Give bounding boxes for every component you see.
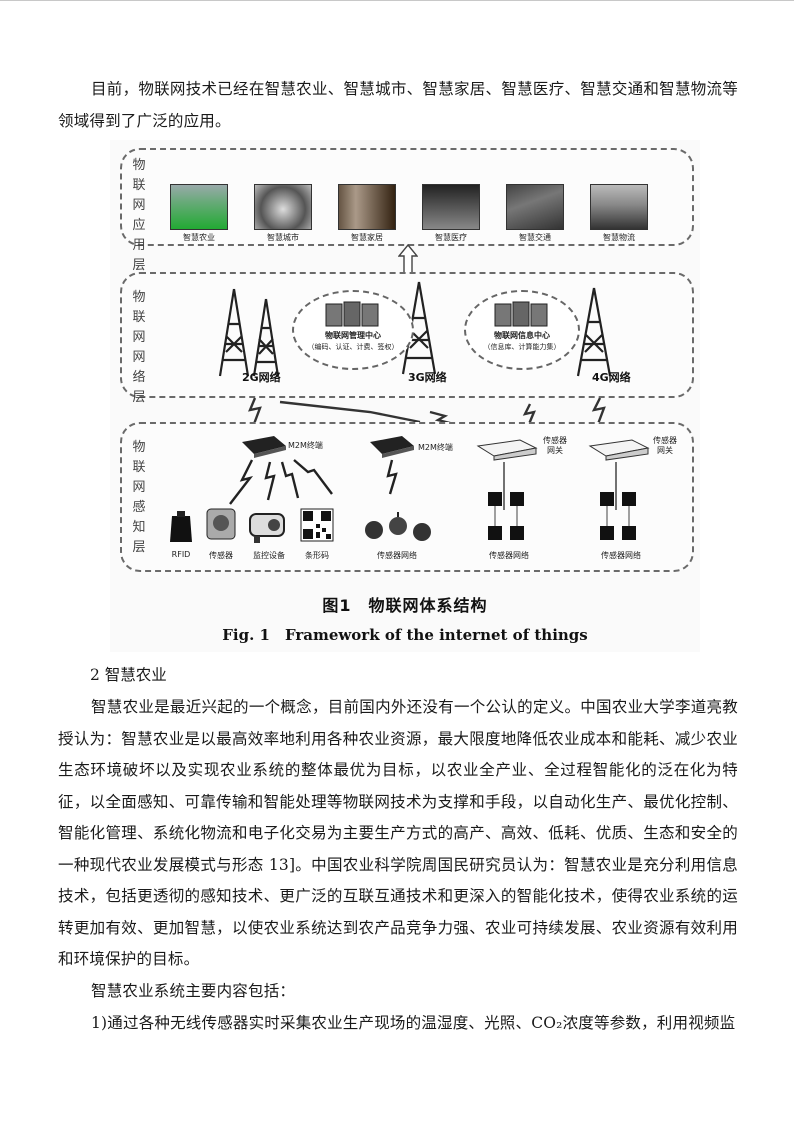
body-paragraph-3: 1)通过各种无线传感器实时采集农业生产现场的温湿度、光照、CO₂浓度等参数，利用…: [58, 1008, 738, 1040]
surveillance-camera-icon: [246, 508, 292, 544]
app-label-home: 智慧家居: [338, 232, 396, 243]
app-label-healthcare: 智慧医疗: [422, 232, 480, 243]
smart-transport-image: [506, 184, 564, 230]
m2m-terminal-label-2: M2M终端: [418, 442, 453, 453]
network-2g-label: 2G网络: [242, 369, 281, 385]
application-layer-label: 物联网应用层: [130, 156, 148, 276]
server-rack-icon: [493, 300, 551, 328]
sensor-gateway-icon: [588, 436, 650, 462]
intro-paragraph: 目前，物联网技术已经在智慧农业、智慧城市、智慧家居、智慧医疗、智慧交通和智慧物流…: [58, 74, 738, 137]
m2m-terminal-icon: [238, 432, 288, 460]
qr-code-icon: [300, 508, 334, 542]
sensor-grid-icon: [486, 490, 530, 544]
wireless-signal-icon: [378, 458, 408, 498]
device-label-sensor-network-2: 传感器网络: [474, 550, 544, 561]
perception-layer-box: 物联网感知层 M2M终端 M2M终端 传感器网关 传感器网关: [120, 422, 694, 572]
app-label-transport: 智慧交通: [506, 232, 564, 243]
smart-agriculture-image: [170, 184, 228, 230]
m2m-terminal-icon: [366, 432, 416, 460]
sensor-device-icon: [204, 506, 238, 544]
iot-architecture-figure: 物联网应用层 智慧农业 智慧城市 智慧家居 智慧医疗 智慧交通 智慧物流 物联网…: [110, 140, 700, 652]
device-label-barcode: 条形码: [298, 550, 336, 561]
wireless-signal-icons: [182, 458, 362, 510]
sensor-grid-icon: [598, 490, 642, 544]
device-label-sensor-network-1: 传感器网络: [358, 550, 436, 561]
app-label-logistics: 智慧物流: [590, 232, 648, 243]
body-paragraph-2: 智慧农业系统主要内容包括：: [58, 976, 738, 1008]
smart-healthcare-image: [422, 184, 480, 230]
rfid-reader-icon: [168, 510, 194, 544]
management-center-cloud: 物联网管理中心 （编码、认证、计费、签权）: [292, 290, 414, 370]
network-4g-label: 4G网络: [592, 369, 631, 385]
device-label-camera: 监控设备: [246, 550, 292, 561]
sensor-network-nodes-icon: [362, 512, 436, 544]
section-heading: 2 智慧农业: [90, 660, 167, 692]
network-layer-box: 物联网网络层 2G网络 3G网络 4G网络: [120, 272, 694, 398]
sensor-gateway-icon: [476, 436, 538, 462]
information-center-name: 物联网信息中心: [466, 330, 578, 341]
smart-home-image: [338, 184, 396, 230]
perception-layer-label: 物联网感知层: [130, 438, 148, 558]
device-label-sensor-network-3: 传感器网络: [586, 550, 656, 561]
smart-city-image: [254, 184, 312, 230]
m2m-terminal-label-1: M2M终端: [288, 440, 323, 451]
information-center-cloud: 物联网信息中心 （信息库、计算能力集）: [464, 290, 580, 370]
sensor-gateway-label-2: 传感器网关: [650, 436, 680, 456]
app-label-agriculture: 智慧农业: [170, 232, 228, 243]
up-arrow-icon: [398, 244, 418, 274]
sensor-gateway-label-1: 传感器网关: [540, 436, 570, 456]
application-layer-box: 物联网应用层 智慧农业 智慧城市 智慧家居 智慧医疗 智慧交通 智慧物流: [120, 148, 694, 246]
server-rack-icon: [324, 300, 382, 328]
device-label-sensor: 传感器: [202, 550, 240, 561]
smart-logistics-image: [590, 184, 648, 230]
page-top-rule: [0, 0, 794, 1]
figure-caption-english: Fig. 1 Framework of the internet of thin…: [110, 624, 700, 645]
management-center-detail: （编码、认证、计费、签权）: [294, 342, 412, 352]
network-3g-label: 3G网络: [408, 369, 447, 385]
app-label-city: 智慧城市: [254, 232, 312, 243]
management-center-name: 物联网管理中心: [294, 330, 412, 341]
information-center-detail: （信息库、计算能力集）: [466, 342, 578, 352]
figure-caption-chinese: 图1 物联网体系结构: [110, 592, 700, 616]
body-paragraph-1: 智慧农业是最近兴起的一个概念，目前国内外还没有一个公认的定义。中国农业大学李道亮…: [58, 692, 738, 976]
device-label-rfid: RFID: [162, 550, 200, 559]
network-layer-label: 物联网网络层: [130, 288, 148, 408]
